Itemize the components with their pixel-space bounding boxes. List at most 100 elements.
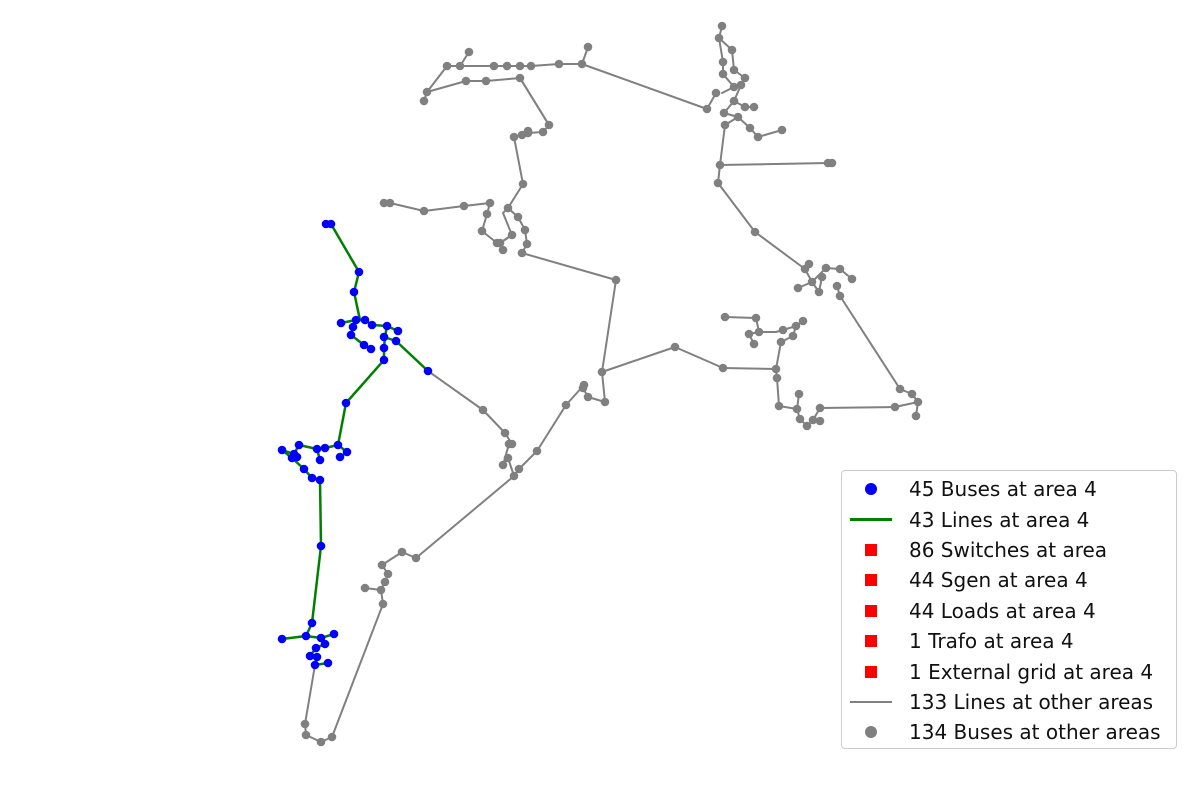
other-area-bus xyxy=(514,464,524,474)
other-area-bus xyxy=(515,61,525,71)
other-area-bus xyxy=(597,367,607,377)
other-area-line xyxy=(836,285,919,417)
area-4-bus xyxy=(307,618,317,628)
other-area-bus xyxy=(835,291,845,301)
other-area-line xyxy=(426,77,550,126)
other-area-bus xyxy=(795,414,805,424)
other-area-line xyxy=(717,182,810,270)
other-area-bus xyxy=(729,96,739,106)
other-area-bus xyxy=(300,719,310,729)
other-area-bus xyxy=(411,553,421,563)
area-4-bus xyxy=(393,326,403,336)
other-area-bus xyxy=(718,57,728,67)
other-area-bus xyxy=(711,88,721,98)
other-area-bus xyxy=(517,248,527,258)
area-4-bus xyxy=(310,660,320,670)
other-area-bus xyxy=(751,313,761,323)
other-area-bus xyxy=(376,585,386,595)
red-square-marker xyxy=(865,574,877,587)
green-line-marker xyxy=(850,518,892,521)
area-4-bus xyxy=(349,287,359,297)
legend-item-area-buses: 45 Buses at area 4 xyxy=(842,474,1176,504)
blue-dot-marker xyxy=(865,483,877,496)
other-area-bus xyxy=(316,737,326,747)
other-area-bus xyxy=(509,471,519,481)
area-4-bus xyxy=(342,447,352,457)
other-area-bus xyxy=(727,45,737,55)
other-area-bus xyxy=(713,178,723,188)
area-4-bus xyxy=(320,639,330,649)
area-4-bus xyxy=(311,643,321,653)
other-area-bus xyxy=(815,403,825,413)
other-area-bus xyxy=(776,337,786,347)
area-4-bus xyxy=(346,330,356,340)
other-area-bus xyxy=(538,127,548,137)
area-4-bus xyxy=(316,541,326,551)
other-area-bus xyxy=(718,69,728,79)
gray-line-marker xyxy=(850,700,892,704)
other-area-bus xyxy=(397,547,407,557)
other-area-bus xyxy=(498,460,508,470)
other-area-bus xyxy=(379,198,389,208)
other-area-bus xyxy=(821,263,831,273)
other-area-bus xyxy=(719,108,729,118)
other-area-bus xyxy=(729,82,739,92)
area-4-bus xyxy=(315,455,325,465)
area-4-bus xyxy=(305,651,315,661)
other-area-bus xyxy=(832,281,842,291)
area-4-bus xyxy=(335,452,345,462)
other-area-bus xyxy=(360,583,370,593)
area-4-bus xyxy=(294,440,304,450)
area-4-line xyxy=(336,358,386,459)
other-area-line xyxy=(383,202,491,212)
area-4-bus xyxy=(367,320,377,330)
other-area-bus xyxy=(419,206,429,216)
other-area-bus xyxy=(771,364,781,374)
area-4-bus xyxy=(326,219,336,229)
red-square-marker xyxy=(865,543,877,556)
other-area-bus xyxy=(503,203,513,213)
area-4-bus xyxy=(423,366,433,376)
other-area-bus xyxy=(507,439,517,449)
other-area-bus xyxy=(481,76,491,86)
area-4-bus xyxy=(299,464,309,474)
legend: 45 Buses at area 4 43 Lines at area 4 86… xyxy=(841,470,1177,749)
area-4-bus xyxy=(329,629,339,639)
other-area-line xyxy=(718,25,755,108)
legend-item-external-grid: 1 External grid at area 4 xyxy=(842,656,1176,686)
other-area-bus xyxy=(744,329,754,339)
other-area-bus xyxy=(600,397,610,407)
area-4-bus xyxy=(277,445,287,455)
other-area-line xyxy=(581,63,717,110)
other-area-bus xyxy=(750,227,760,237)
other-area-bus xyxy=(461,76,471,86)
other-area-bus xyxy=(749,102,759,112)
legend-item-area-lines: 43 Lines at area 4 xyxy=(842,504,1176,534)
other-area-bus xyxy=(791,321,801,331)
area-4-bus xyxy=(379,332,389,342)
legend-item-switches: 86 Switches at area xyxy=(842,535,1176,565)
other-area-bus xyxy=(749,339,759,349)
other-area-bus xyxy=(847,274,857,284)
area-4-bus xyxy=(287,453,297,463)
other-area-bus xyxy=(911,411,921,421)
area-4-bus xyxy=(354,267,364,277)
other-area-bus xyxy=(815,416,825,426)
other-area-lines xyxy=(304,25,919,743)
other-area-bus xyxy=(793,283,803,293)
gray-dot-marker xyxy=(865,726,877,739)
legend-label: 1 Trafo at area 4 xyxy=(909,629,1074,654)
other-area-bus xyxy=(327,732,337,742)
other-area-bus xyxy=(792,404,802,414)
other-area-bus xyxy=(733,112,743,122)
other-area-bus xyxy=(383,569,393,579)
other-area-bus xyxy=(502,61,512,71)
other-area-bus xyxy=(522,239,532,249)
other-area-bus xyxy=(827,158,837,168)
other-area-bus xyxy=(814,287,824,297)
area-4-bus xyxy=(301,631,311,641)
other-area-line xyxy=(513,252,617,477)
area-4-bus xyxy=(277,634,287,644)
other-area-bus xyxy=(485,198,495,208)
